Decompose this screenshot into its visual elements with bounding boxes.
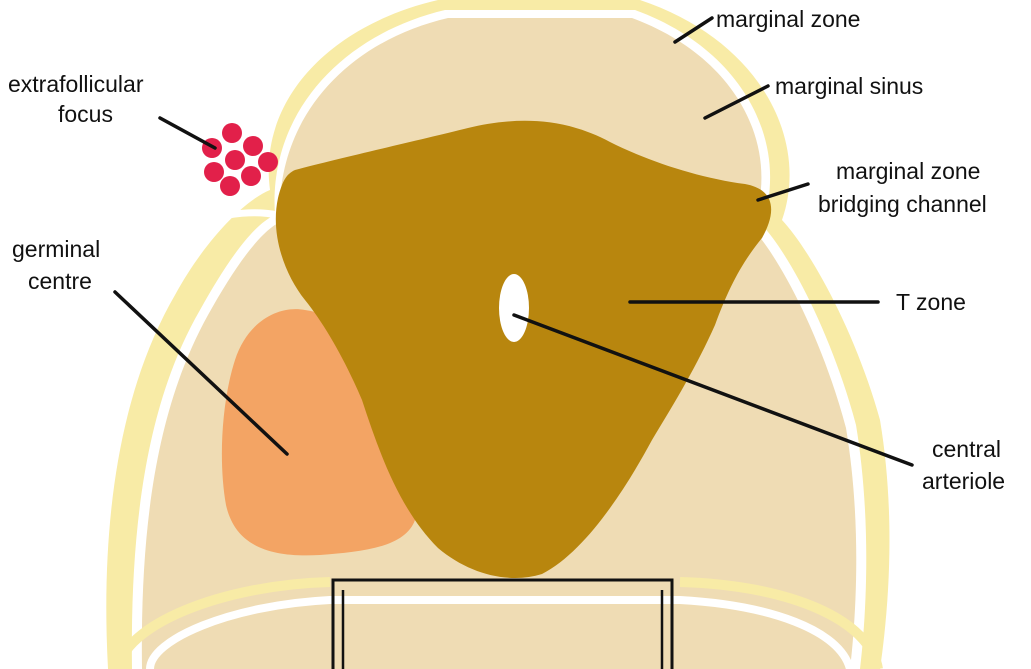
central-arteriole [499, 274, 529, 342]
label-germinal-line2: centre [28, 268, 92, 294]
leader-extrafollicular [160, 118, 215, 148]
label-arteriole-line2: arteriole [922, 468, 1005, 494]
label-t-zone: T zone [896, 289, 966, 315]
cell [258, 152, 278, 172]
label-marginal-sinus: marginal sinus [775, 73, 923, 99]
cell [225, 150, 245, 170]
cell [241, 166, 261, 186]
extrafollicular-focus-cells [202, 123, 278, 196]
label-bridging-line2: bridging channel [818, 191, 987, 217]
label-extrafollicular-line1: extrafollicular [8, 71, 144, 97]
label-arteriole-line1: central [932, 436, 1001, 462]
cell [243, 136, 263, 156]
label-germinal-line1: germinal [12, 236, 100, 262]
cell [222, 123, 242, 143]
label-extrafollicular-line2: focus [58, 101, 113, 127]
cell [220, 176, 240, 196]
cell [204, 162, 224, 182]
label-bridging-line1: marginal zone [836, 158, 980, 184]
label-marginal-zone: marginal zone [716, 6, 860, 32]
